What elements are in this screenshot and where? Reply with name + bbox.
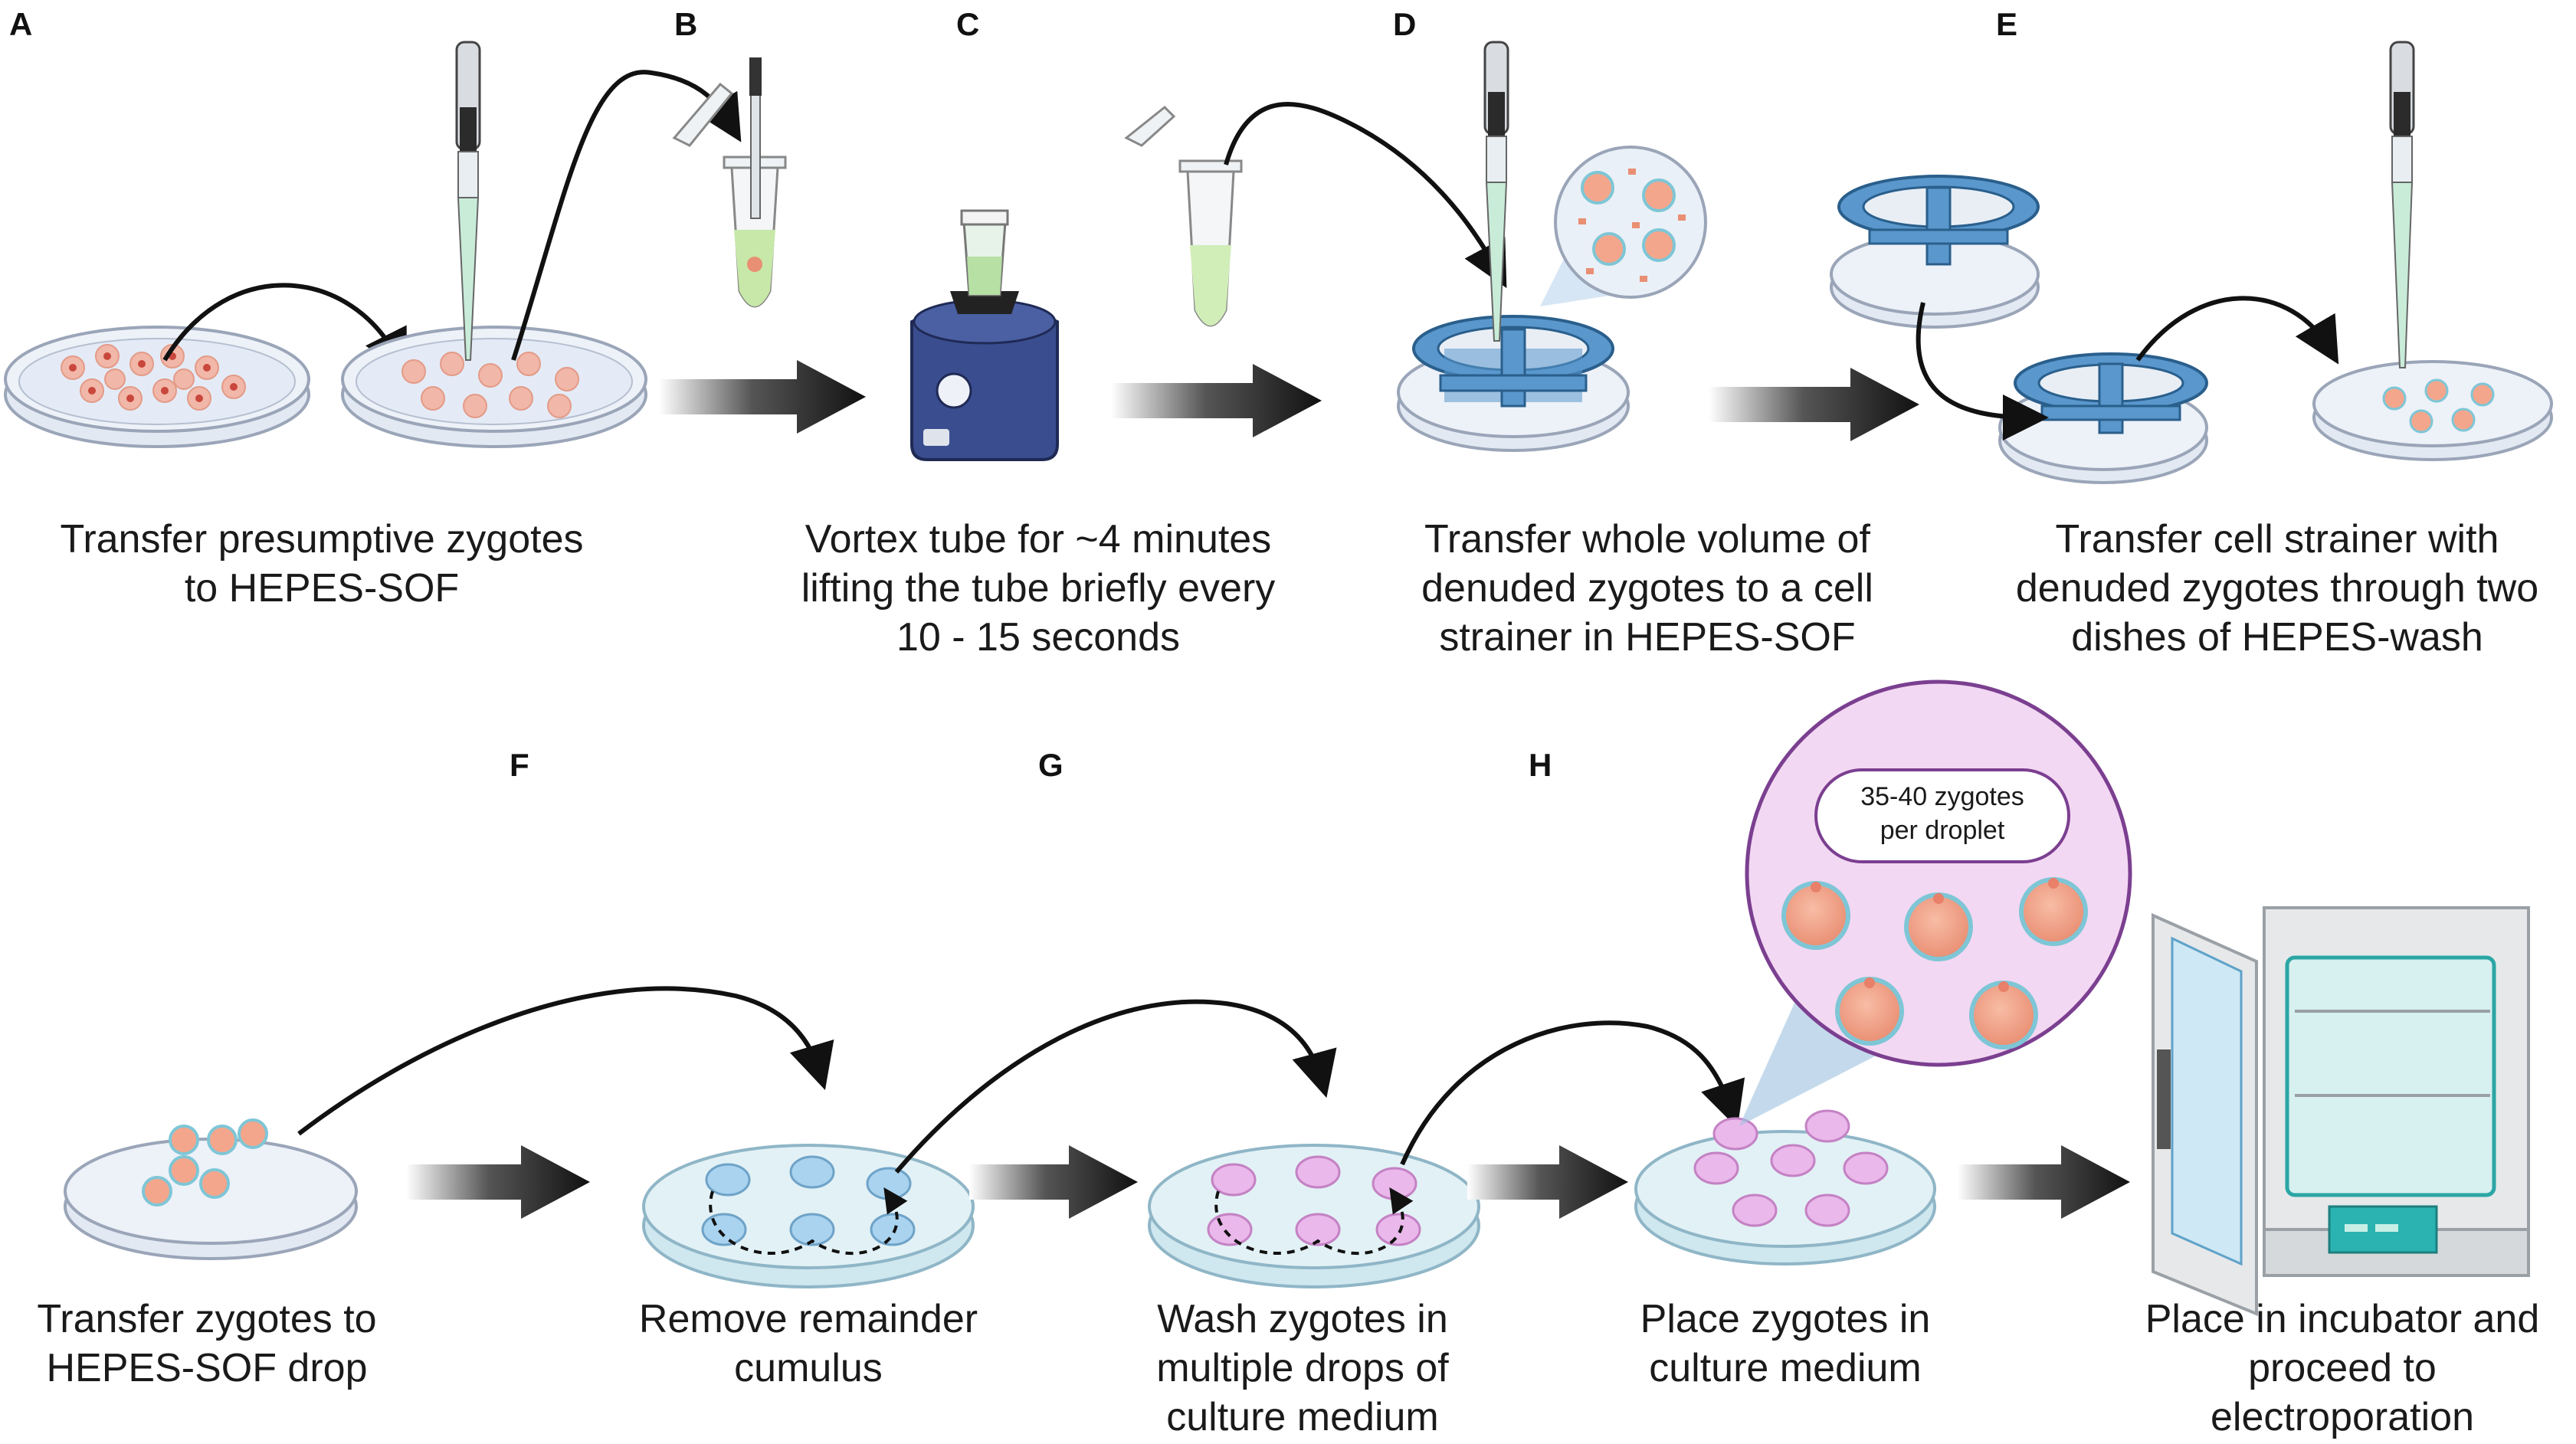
- caption-line: Transfer whole volume of: [1424, 517, 1870, 562]
- panel-letter-e: E: [1996, 6, 2018, 42]
- caption-c: Vortex tube for ~4 minutes lifting the t…: [732, 515, 1345, 662]
- caption-e: Transfer cell strainer with denuded zygo…: [1978, 515, 2576, 662]
- step-arrow-6: [1467, 1145, 1628, 1219]
- cell-strainer-d: [1412, 315, 1614, 408]
- caption-i: Place zygotes in culture medium: [1578, 1295, 1992, 1393]
- caption-line: dishes of HEPES-wash: [2071, 615, 2483, 660]
- caption-line: denuded zygotes through two: [2015, 566, 2539, 611]
- caption-line: HEPES-SOF drop: [46, 1346, 368, 1390]
- caption-f: Transfer zygotes to HEPES-SOF drop: [0, 1295, 414, 1393]
- caption-line: Transfer cell strainer with: [2055, 517, 2499, 562]
- panel-letter-d: D: [1393, 6, 1417, 42]
- cell-strainer-e2: [2014, 352, 2208, 434]
- dish-f: [64, 1118, 358, 1260]
- cumulus-complexes-a: [61, 344, 246, 411]
- magnified-zygotes-d: [1540, 146, 1707, 306]
- panel-letter-h: H: [1529, 747, 1552, 783]
- incubator: [2152, 906, 2530, 1316]
- panel-letter-g: G: [1038, 747, 1064, 783]
- callout-zygotes-per-droplet: 35-40 zygotes per droplet: [1816, 780, 2069, 847]
- transfer-arrow-d: [1224, 102, 1507, 289]
- caption-a: Transfer presumptive zygotes to HEPES-SO…: [15, 515, 628, 613]
- panel-letter-a: A: [9, 6, 33, 42]
- dish-culture: [1634, 1109, 1936, 1266]
- caption-line: cumulus: [734, 1346, 883, 1390]
- step-arrow-4: [406, 1145, 590, 1219]
- step-arrow-3: [1709, 368, 1919, 441]
- caption-j: Place in incubator and proceed to electr…: [2109, 1295, 2576, 1442]
- pipette-e: [2389, 41, 2415, 368]
- caption-line: culture medium: [1649, 1346, 1922, 1390]
- dish-e1: [1830, 233, 2040, 329]
- panel-letter-b: B: [674, 6, 698, 42]
- panel-letter-f: F: [510, 747, 529, 783]
- panel-letter-c: C: [956, 6, 980, 42]
- caption-line: electroporation: [2211, 1395, 2474, 1439]
- caption-line: denuded zygotes to a cell: [1421, 566, 1873, 611]
- cell-strainer-e1: [1837, 175, 2040, 266]
- caption-line: strainer in HEPES-SOF: [1439, 615, 1856, 660]
- caption-line: proceed to: [2248, 1346, 2437, 1390]
- caption-line: Transfer zygotes to: [37, 1297, 377, 1341]
- caption-line: culture medium: [1166, 1395, 1439, 1439]
- caption-line: to HEPES-SOF: [184, 566, 460, 611]
- pipette-a: [455, 41, 481, 361]
- dish-h: [1148, 1144, 1480, 1288]
- pipette-d: [1483, 41, 1509, 342]
- caption-d: Transfer whole volume of denuded zygotes…: [1349, 515, 1946, 662]
- caption-line: Place in incubator and: [2145, 1297, 2540, 1341]
- caption-line: 10 - 15 seconds: [896, 615, 1181, 660]
- vortex-mixer: [910, 209, 1059, 461]
- step-arrow-5: [969, 1145, 1138, 1219]
- transfer-arrow-e1: [1916, 302, 2049, 440]
- transfer-arrow-a: [162, 283, 407, 377]
- caption-line: Vortex tube for ~4 minutes: [805, 517, 1272, 562]
- tube-b: [672, 57, 787, 308]
- transfer-arrow-g: [894, 999, 1337, 1174]
- transfer-arrow-f: [297, 986, 834, 1136]
- caption-h: Wash zygotes in multiple drops of cultur…: [1096, 1295, 1509, 1442]
- caption-line: multiple drops of: [1156, 1346, 1449, 1390]
- dish-e3: [2312, 360, 2553, 461]
- caption-line: lifting the tube briefly every: [801, 566, 1276, 611]
- callout-line: 35-40 zygotes: [1860, 782, 2024, 811]
- caption-line: Transfer presumptive zygotes: [60, 517, 584, 562]
- transfer-arrow-e2: [2135, 296, 2339, 365]
- transfer-arrow-h: [1400, 1020, 1745, 1166]
- caption-line: Wash zygotes in: [1157, 1297, 1448, 1341]
- step-arrow-7: [1958, 1145, 2130, 1219]
- caption-line: Remove remainder: [638, 1297, 978, 1341]
- callout-line: per droplet: [1880, 816, 2005, 845]
- dish-a2: [341, 326, 647, 448]
- tube-d: [1124, 105, 1243, 327]
- caption-g: Remove remainder cumulus: [598, 1295, 1019, 1393]
- step-arrow-2: [1111, 364, 1322, 437]
- magnified-droplet: [1745, 679, 2132, 1067]
- dish-g: [642, 1144, 975, 1288]
- caption-line: Place zygotes in: [1640, 1297, 1931, 1341]
- step-arrow-1: [659, 360, 866, 434]
